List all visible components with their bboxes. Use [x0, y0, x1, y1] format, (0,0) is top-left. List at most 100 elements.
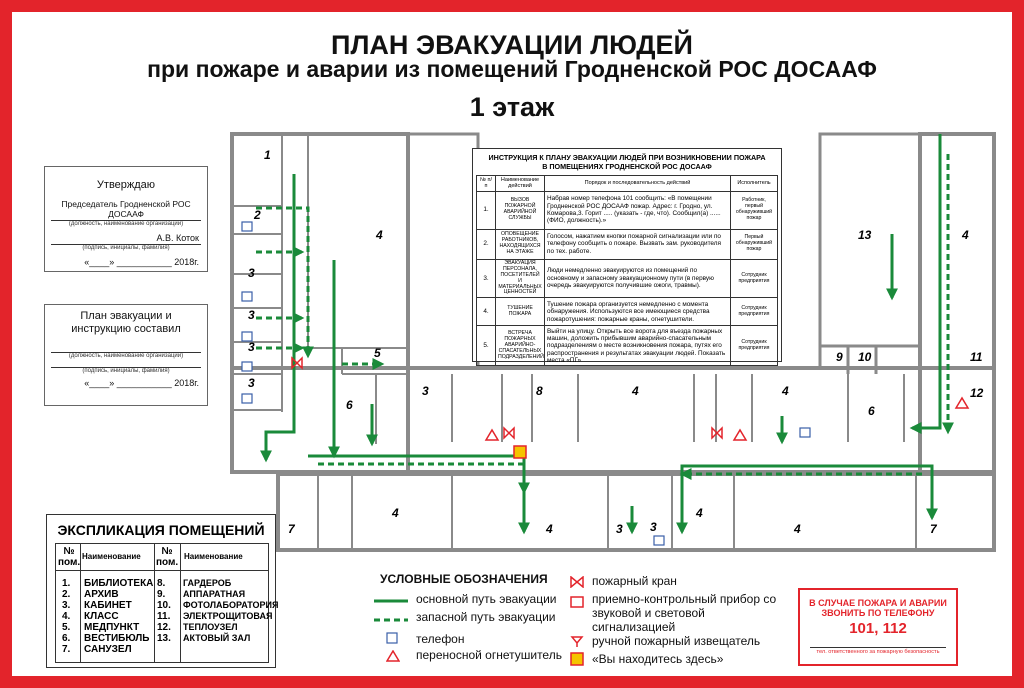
explication-num: 3.: [62, 600, 71, 611]
room-explication: ЭКСПЛИКАЦИЯ ПОМЕЩЕНИЙ № пом. Наименовани…: [46, 514, 279, 668]
floor-label: 1 этаж: [469, 92, 555, 122]
explication-name: КАБИНЕТ: [84, 600, 132, 611]
room-number: 6: [868, 404, 875, 418]
room-number: 1: [264, 148, 271, 162]
explication-num: 5.: [62, 622, 71, 633]
instruction-action: ОПОВЕЩЕНИЕ РАБОТНИКОВ, НАХОДЯЩИХСЯ НА ЭТ…: [495, 228, 545, 260]
room-number: 3: [422, 384, 429, 398]
fire-hydrant-icons: [291, 356, 723, 440]
approval-box: Утверждаю Председатель Гродненской РОС Д…: [44, 166, 208, 272]
instruction-header: № п/п: [476, 175, 496, 192]
instruction-num: 3.: [476, 258, 496, 299]
room-number: 2: [254, 208, 261, 222]
explication-num: 11.: [157, 611, 171, 622]
evacuation-plan-sheet: ПЛАН ЭВАКУАЦИИ ЛЮДЕЙ при пожаре и аварии…: [12, 12, 1012, 676]
plan-subtitle: при пожаре и аварии из помещений Гроднен…: [147, 56, 877, 82]
instruction-subtitle: В ПОМЕЩЕНИЯХ ГРОДНЕНСКОЙ РОС ДОСААФ: [542, 162, 712, 171]
instruction-row: 2. ОПОВЕЩЕНИЕ РАБОТНИКОВ, НАХОДЯЩИХСЯ НА…: [476, 228, 778, 260]
instruction-text: Тушение пожара организуется немедленно с…: [544, 297, 731, 327]
room-number: 7: [288, 522, 295, 536]
explication-name: БИБЛИОТЕКА: [84, 578, 154, 589]
instruction-table: ИНСТРУКЦИЯ К ПЛАНУ ЭВАКУАЦИИ ЛЮДЕЙ ПРИ В…: [472, 148, 782, 367]
instruction-action: ВСТРЕЧА ПОЖАРНЫХ АВАРИЙНО-СПАСАТЕЛЬНЫХ П…: [495, 325, 545, 367]
instruction-header: Исполнитель: [730, 175, 778, 192]
room-number: 4: [696, 506, 703, 520]
room-number: 8: [536, 384, 543, 398]
instruction-action: ЭВАКУАЦИЯ ПЕРСОНАЛА, ПОСЕТИТЕЛЕЙ И МАТЕР…: [495, 258, 545, 299]
explication-name: МЕДПУНКТ: [84, 622, 140, 633]
instruction-num: 2.: [476, 228, 496, 260]
room-number: 5: [374, 346, 381, 360]
call-point-icon: [570, 636, 584, 647]
instruction-text: Голосом, нажатием кнопки пожарной сигнал…: [544, 228, 731, 260]
explication-left-list: 1. 2. 3. 4. 5. 6. 7.: [62, 578, 70, 655]
room-number: 13: [858, 228, 872, 242]
explication-name: ЭЛЕКТРОЩИТОВАЯ: [183, 611, 273, 621]
instruction-header: Наименование действий: [495, 175, 545, 192]
approval-signer-caption: (подпись, инициалы, фамилия): [82, 245, 170, 251]
you-are-here-icon: [570, 652, 584, 666]
explication-name: САНУЗЕЛ: [84, 644, 132, 655]
explication-num: 2.: [62, 589, 71, 600]
room-number: 3: [248, 340, 255, 354]
explication-name: ГАРДЕРОБ: [183, 578, 232, 588]
explication-col-name: Наименование: [184, 552, 243, 561]
approval-signer: А.В. Коток: [156, 233, 199, 243]
instruction-row: 4. ТУШЕНИЕ ПОЖАРА Тушение пожара организ…: [476, 297, 778, 327]
explication-name: КЛАСС: [84, 611, 119, 622]
explication-num: 12.: [157, 622, 171, 633]
legend: УСЛОВНЫЕ ОБОЗНАЧЕНИЯ основной путь эваку…: [370, 570, 790, 670]
explication-num: 6.: [62, 633, 71, 644]
approval-head: Утверждаю: [96, 179, 156, 191]
explication-name: ФОТОЛАБОРАТОРИЯ: [183, 600, 279, 610]
alarm-device-icon: [570, 596, 584, 608]
explication-right-list: 8. 9. 10. 11. 12. 13.: [157, 578, 171, 644]
room-number: 11: [970, 350, 983, 364]
room-number: 3: [650, 520, 657, 534]
explication-name: АРХИВ: [84, 589, 119, 600]
emergency-number: 101, 112: [849, 620, 907, 637]
room-number: 4: [546, 522, 553, 536]
instruction-executor: Работник, первый обнаруживший пожар: [730, 190, 778, 230]
instruction-executor: Сотрудник предприятия: [730, 297, 778, 327]
explication-num: 4.: [62, 611, 71, 622]
explication-name: АКТОВЫЙ ЗАЛ: [183, 633, 251, 643]
instruction-grid: № п/п Наименование действий Порядок и по…: [476, 175, 778, 367]
compiled-position-caption: (должность, наименование организации): [68, 353, 184, 359]
instruction-row: 5. ВСТРЕЧА ПОЖАРНЫХ АВАРИЙНО-СПАСАТЕЛЬНЫ…: [476, 325, 778, 367]
legend-hydrant-label: пожарный кран: [592, 574, 677, 588]
you-are-here-marker: [513, 445, 527, 459]
legend-reserve-path-label: запасной путь эвакуации: [416, 610, 556, 624]
compiled-signer-caption: (подпись, инициалы, фамилия): [82, 368, 170, 374]
hydrant-icon: [570, 576, 584, 588]
explication-name: АППАРАТНАЯ: [183, 589, 246, 599]
legend-extinguisher-label: переносной огнетушитель: [416, 648, 562, 662]
room-number: 10: [858, 350, 872, 364]
legend-alarm-device-label: приемно-контрольный прибор со звуковой и…: [592, 592, 777, 634]
instruction-text: Люди немедленно эвакуируются из помещени…: [544, 258, 731, 299]
instruction-executor: Сотрудник предприятия: [730, 325, 778, 367]
room-number: 4: [632, 384, 639, 398]
room-number: 12: [970, 386, 984, 400]
approval-position-caption: (должность, наименование организации): [68, 221, 184, 227]
approval-date: «____» ___________ 2018г.: [84, 257, 199, 267]
legend-main-path-swatch: [374, 599, 408, 603]
room-number: 3: [616, 522, 623, 536]
instruction-executor: Сотрудник предприятия: [730, 258, 778, 299]
compiled-date: «____» ___________ 2018г.: [84, 378, 199, 388]
phone-icon: [386, 632, 398, 644]
instruction-num: 1.: [476, 190, 496, 230]
extinguisher-icon: [386, 650, 400, 662]
room-number: 4: [794, 522, 801, 536]
explication-col-name: Наименование: [82, 552, 141, 561]
instruction-text: Набрав номер телефона 101 сообщить: «В п…: [544, 190, 731, 230]
room-number: 6: [346, 398, 353, 412]
explication-num: 8.: [157, 578, 166, 589]
instruction-title: ИНСТРУКЦИЯ К ПЛАНУ ЭВАКУАЦИИ ЛЮДЕЙ ПРИ В…: [488, 153, 766, 162]
room-number: 4: [392, 506, 399, 520]
emergency-phone-box: В СЛУЧАЕ ПОЖАРА И АВАРИИ ЗВОНИТЬ ПО ТЕЛЕ…: [798, 588, 958, 666]
instruction-num: 5.: [476, 325, 496, 367]
room-number: 4: [376, 228, 383, 242]
instruction-action: ТУШЕНИЕ ПОЖАРА: [495, 297, 545, 327]
room-number: 3: [248, 266, 255, 280]
